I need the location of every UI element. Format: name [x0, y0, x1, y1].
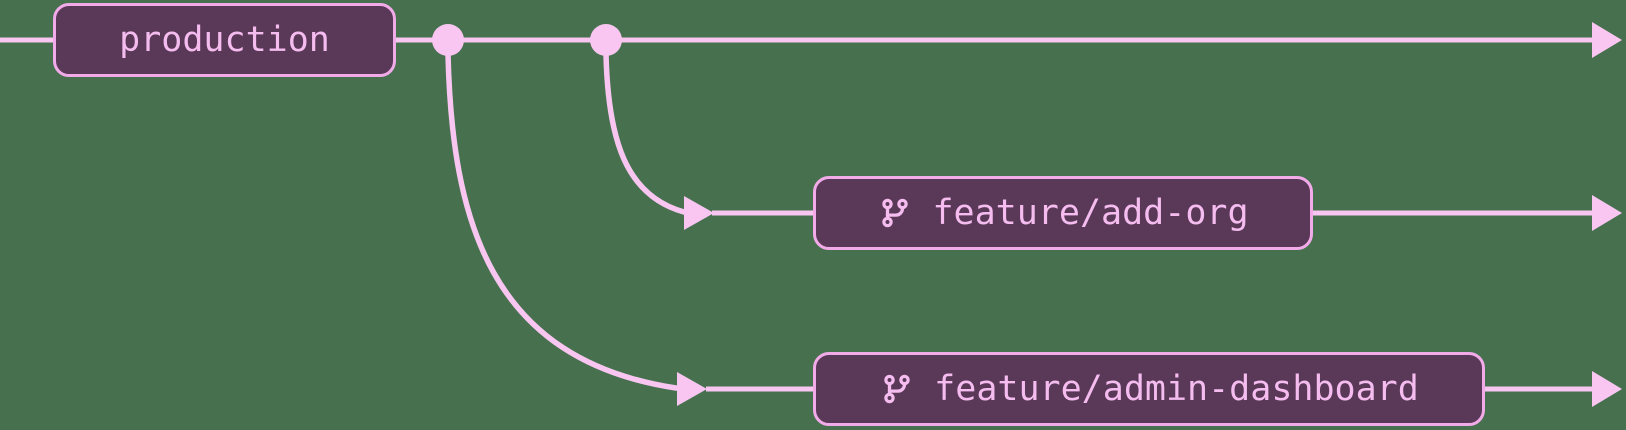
branch-label: feature/add-org — [932, 192, 1249, 233]
arrowhead-fork-add-org — [684, 196, 714, 230]
commit-dot — [590, 24, 622, 56]
git-branch-icon — [882, 198, 909, 228]
arrowhead-production-end — [1592, 22, 1622, 58]
arrowhead-add-org-end — [1592, 195, 1622, 231]
fork-curve-to-admin-dashboard — [445, 51, 679, 391]
branch-node-feature-admin-dashboard: feature/admin-dashboard — [813, 352, 1485, 426]
branch-label: feature/admin-dashboard — [934, 368, 1419, 409]
git-branch-icon — [884, 374, 910, 404]
commit-dot — [432, 24, 464, 56]
branch-label: production — [119, 19, 330, 60]
fork-curve-to-add-org — [603, 51, 687, 215]
branch-node-feature-add-org: feature/add-org — [813, 176, 1313, 250]
arrowhead-fork-admin-dashboard — [677, 372, 707, 406]
arrowhead-admin-dashboard-end — [1592, 371, 1622, 407]
branch-node-production: production — [53, 3, 396, 77]
